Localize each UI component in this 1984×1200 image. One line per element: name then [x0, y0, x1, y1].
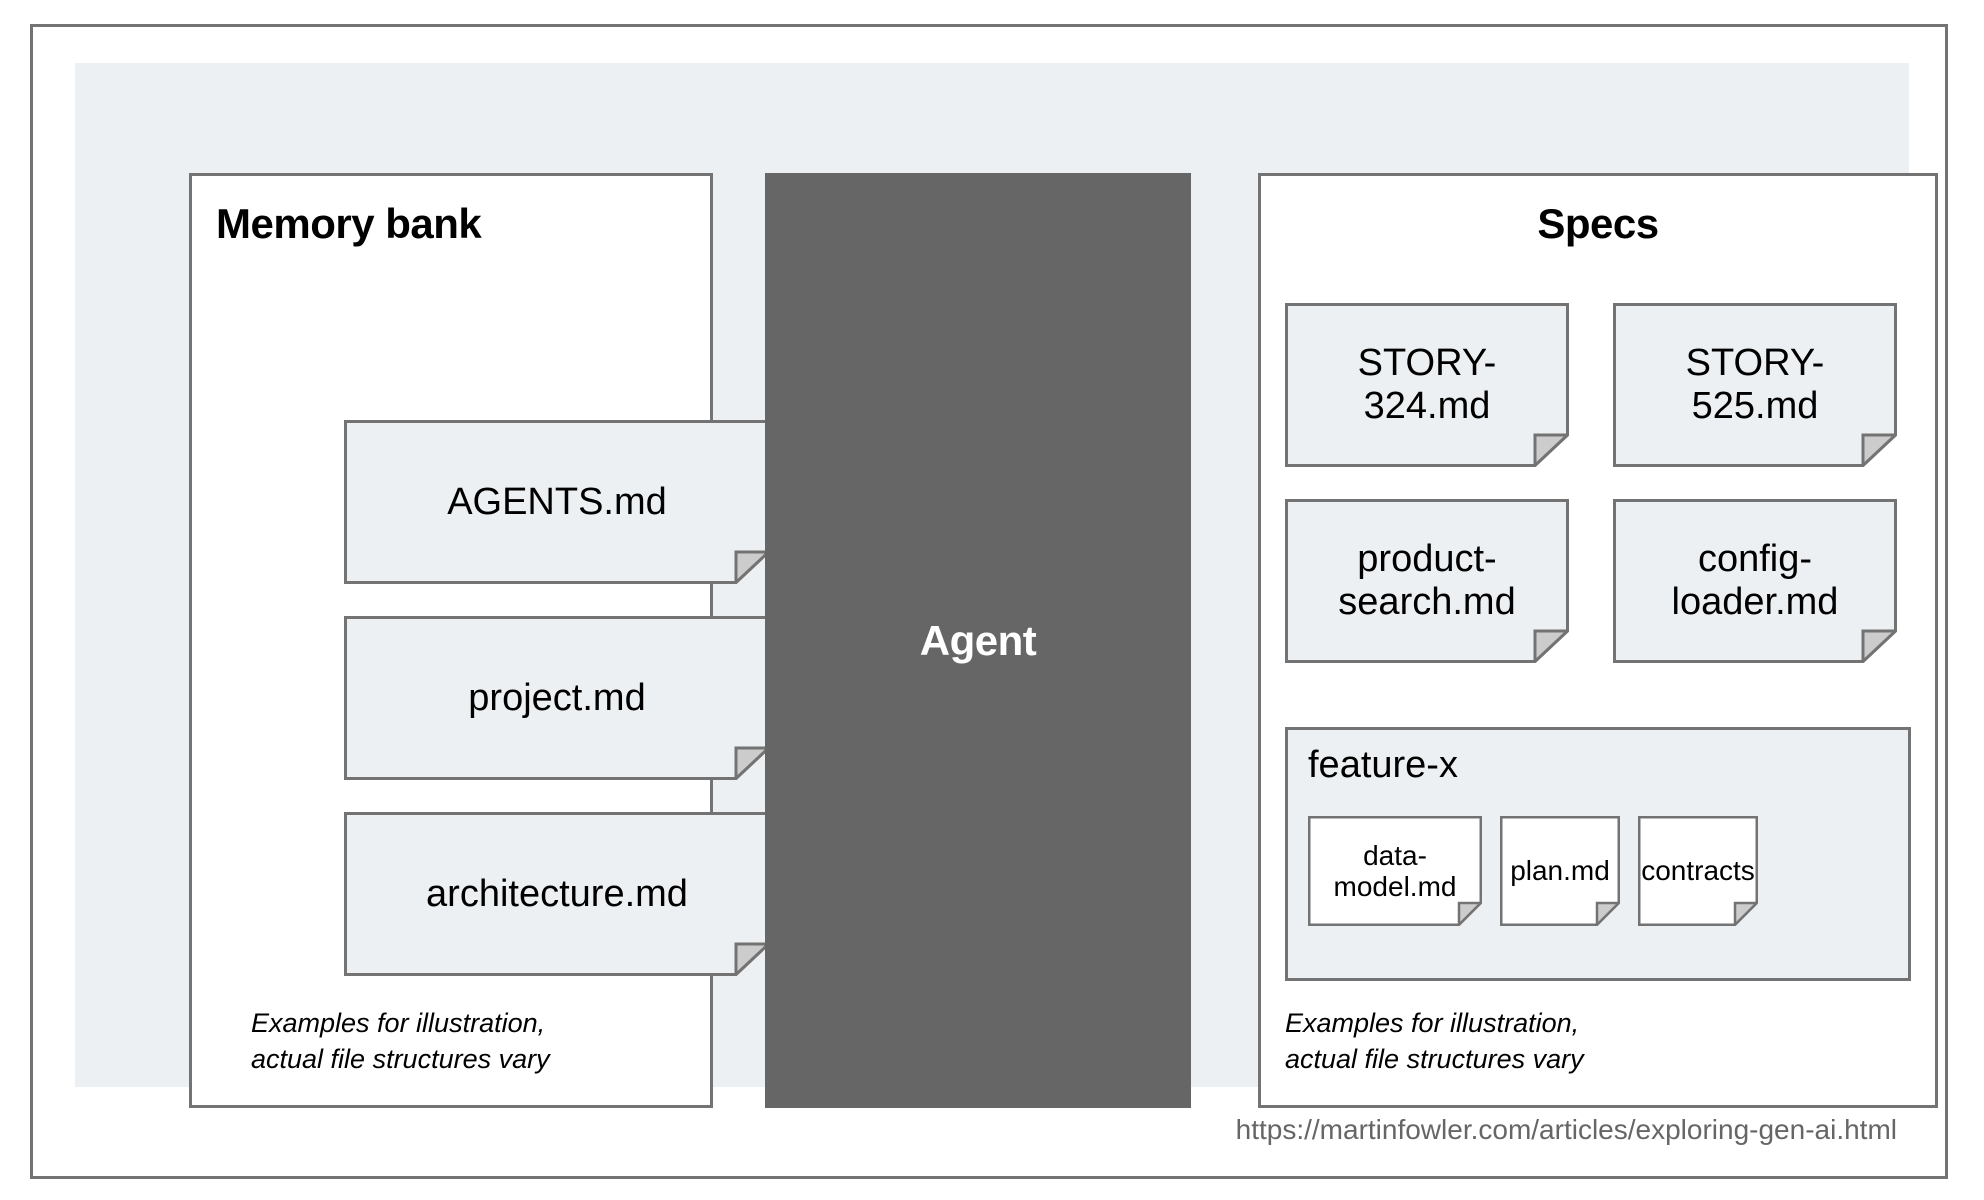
memory-bank-panel: Memory bank AGENTS.md project.md [189, 173, 770, 1108]
feature-x-group: feature-x data-model.md plan.md [1285, 727, 1911, 981]
source-url-label: https://martinfowler.com/articles/explor… [1235, 1114, 1897, 1145]
document-contracts: contracts [1638, 816, 1758, 926]
document-story-324-md: STORY-324.md [1285, 303, 1569, 467]
document-architecture-md: architecture.md [344, 812, 770, 976]
document-label: STORY-324.md [1357, 342, 1497, 427]
document-icon [1613, 303, 1897, 467]
document-config-loader-md: config-loader.md [1613, 499, 1897, 663]
feature-x-title: feature-x [1308, 744, 1458, 786]
document-label: AGENTS.md [447, 480, 667, 523]
diagram-outer-frame: Memory bank AGENTS.md project.md [30, 24, 1948, 1179]
memory-bank-title: Memory bank [216, 200, 482, 247]
document-label: contracts [1641, 855, 1755, 887]
document-story-525-md: STORY-525.md [1613, 303, 1897, 467]
document-icon [1285, 303, 1569, 467]
document-icon [1613, 499, 1897, 663]
specs-caption: Examples for illustration, actual file s… [1285, 1008, 1584, 1074]
document-plan-md: plan.md [1500, 816, 1620, 926]
diagram-backdrop: Memory bank AGENTS.md project.md [75, 63, 1938, 1108]
memory-bank-caption: Examples for illustration, actual file s… [251, 1008, 550, 1074]
document-data-model-md: data-model.md [1308, 816, 1482, 926]
document-label: data-model.md [1333, 839, 1457, 902]
document-icon [1500, 816, 1620, 926]
document-icon [1308, 816, 1482, 926]
document-icon [1638, 816, 1758, 926]
agent-label: Agent [919, 616, 1037, 664]
document-label: project.md [468, 676, 646, 719]
document-label: product-search.md [1338, 538, 1516, 623]
specs-title: Specs [1537, 200, 1659, 247]
document-icon [1285, 499, 1569, 663]
document-label: architecture.md [426, 872, 688, 915]
document-project-md: project.md [344, 616, 770, 780]
document-icon [344, 812, 770, 976]
document-agents-md: AGENTS.md [344, 420, 770, 584]
document-icon [344, 420, 770, 584]
document-product-search-md: product-search.md [1285, 499, 1569, 663]
document-icon [344, 616, 770, 780]
document-label: STORY-525.md [1685, 342, 1825, 427]
document-label: config-loader.md [1671, 538, 1839, 623]
document-label: plan.md [1510, 855, 1610, 887]
agent-box: Agent [765, 173, 1191, 1108]
